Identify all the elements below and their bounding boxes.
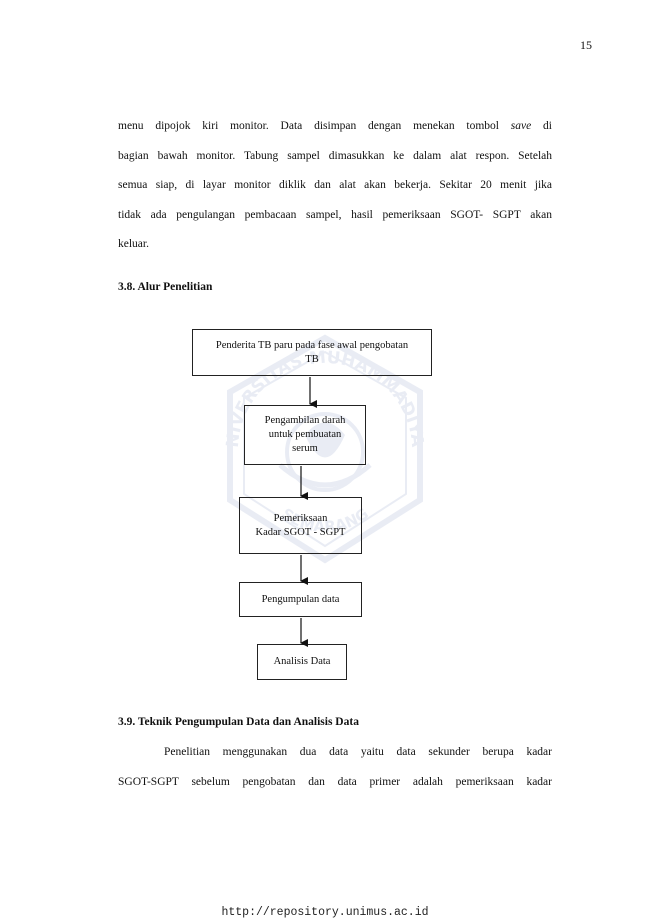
paragraph-teknik: Penelitian menggunakan dua data yaitu da…: [118, 738, 552, 797]
flow-step-text: Pemeriksaan: [273, 512, 328, 524]
paragraph-line: bagian bawah monitor. Tabung sampel dima…: [118, 149, 552, 162]
paragraph-line: menu dipojok kiri monitor. Data disimpan…: [118, 120, 552, 132]
flow-step-3: Pemeriksaan Kadar SGOT - SGPT: [239, 497, 362, 554]
flow-step-text: Pengambilan darah: [264, 415, 346, 426]
flow-step-1: Penderita TB paru pada fase awal pengoba…: [192, 329, 432, 376]
flow-step-text: Kadar SGOT - SGPT: [255, 526, 346, 538]
repository-url: http://repository.unimus.ac.id: [221, 906, 429, 919]
paragraph-line: semua siap, di layar monitor diklik dan …: [118, 179, 552, 192]
paragraph-line: SGOT-SGPT sebelum pengobatan dan data pr…: [118, 775, 552, 788]
flow-step-text: Penderita TB paru pada fase awal pengoba…: [215, 339, 409, 351]
flow-step-2: Pengambilan darah untuk pembuatan serum: [244, 405, 366, 465]
paragraph-line: Penelitian menggunakan dua data yaitu da…: [164, 746, 552, 758]
page-number: 15: [580, 38, 592, 52]
flow-step-text: TB: [305, 353, 319, 365]
paragraph-line: tidak ada pengulangan pembacaan sampel, …: [118, 208, 552, 221]
flow-step-5: Analisis Data: [257, 644, 347, 680]
flow-step-text: Analisis Data: [273, 656, 331, 667]
flow-step-text: serum: [292, 443, 318, 454]
section-heading-teknik-pengumpulan: 3.9. Teknik Pengumpulan Data dan Analisi…: [118, 716, 359, 728]
paragraph-line: keluar.: [118, 238, 149, 251]
paragraph-intro: menu dipojok kiri monitor. Data disimpan…: [118, 112, 552, 260]
flow-step-4: Pengumpulan data: [239, 582, 362, 617]
section-heading-alur-penelitian: 3.8. Alur Penelitian: [118, 281, 213, 293]
university-seal-watermark: UNIVERSITAS MUHAMMADIYAH SEMARANG: [210, 330, 427, 564]
flow-step-text: Pengumpulan data: [261, 593, 340, 605]
flow-step-text: untuk pembuatan: [268, 429, 342, 440]
